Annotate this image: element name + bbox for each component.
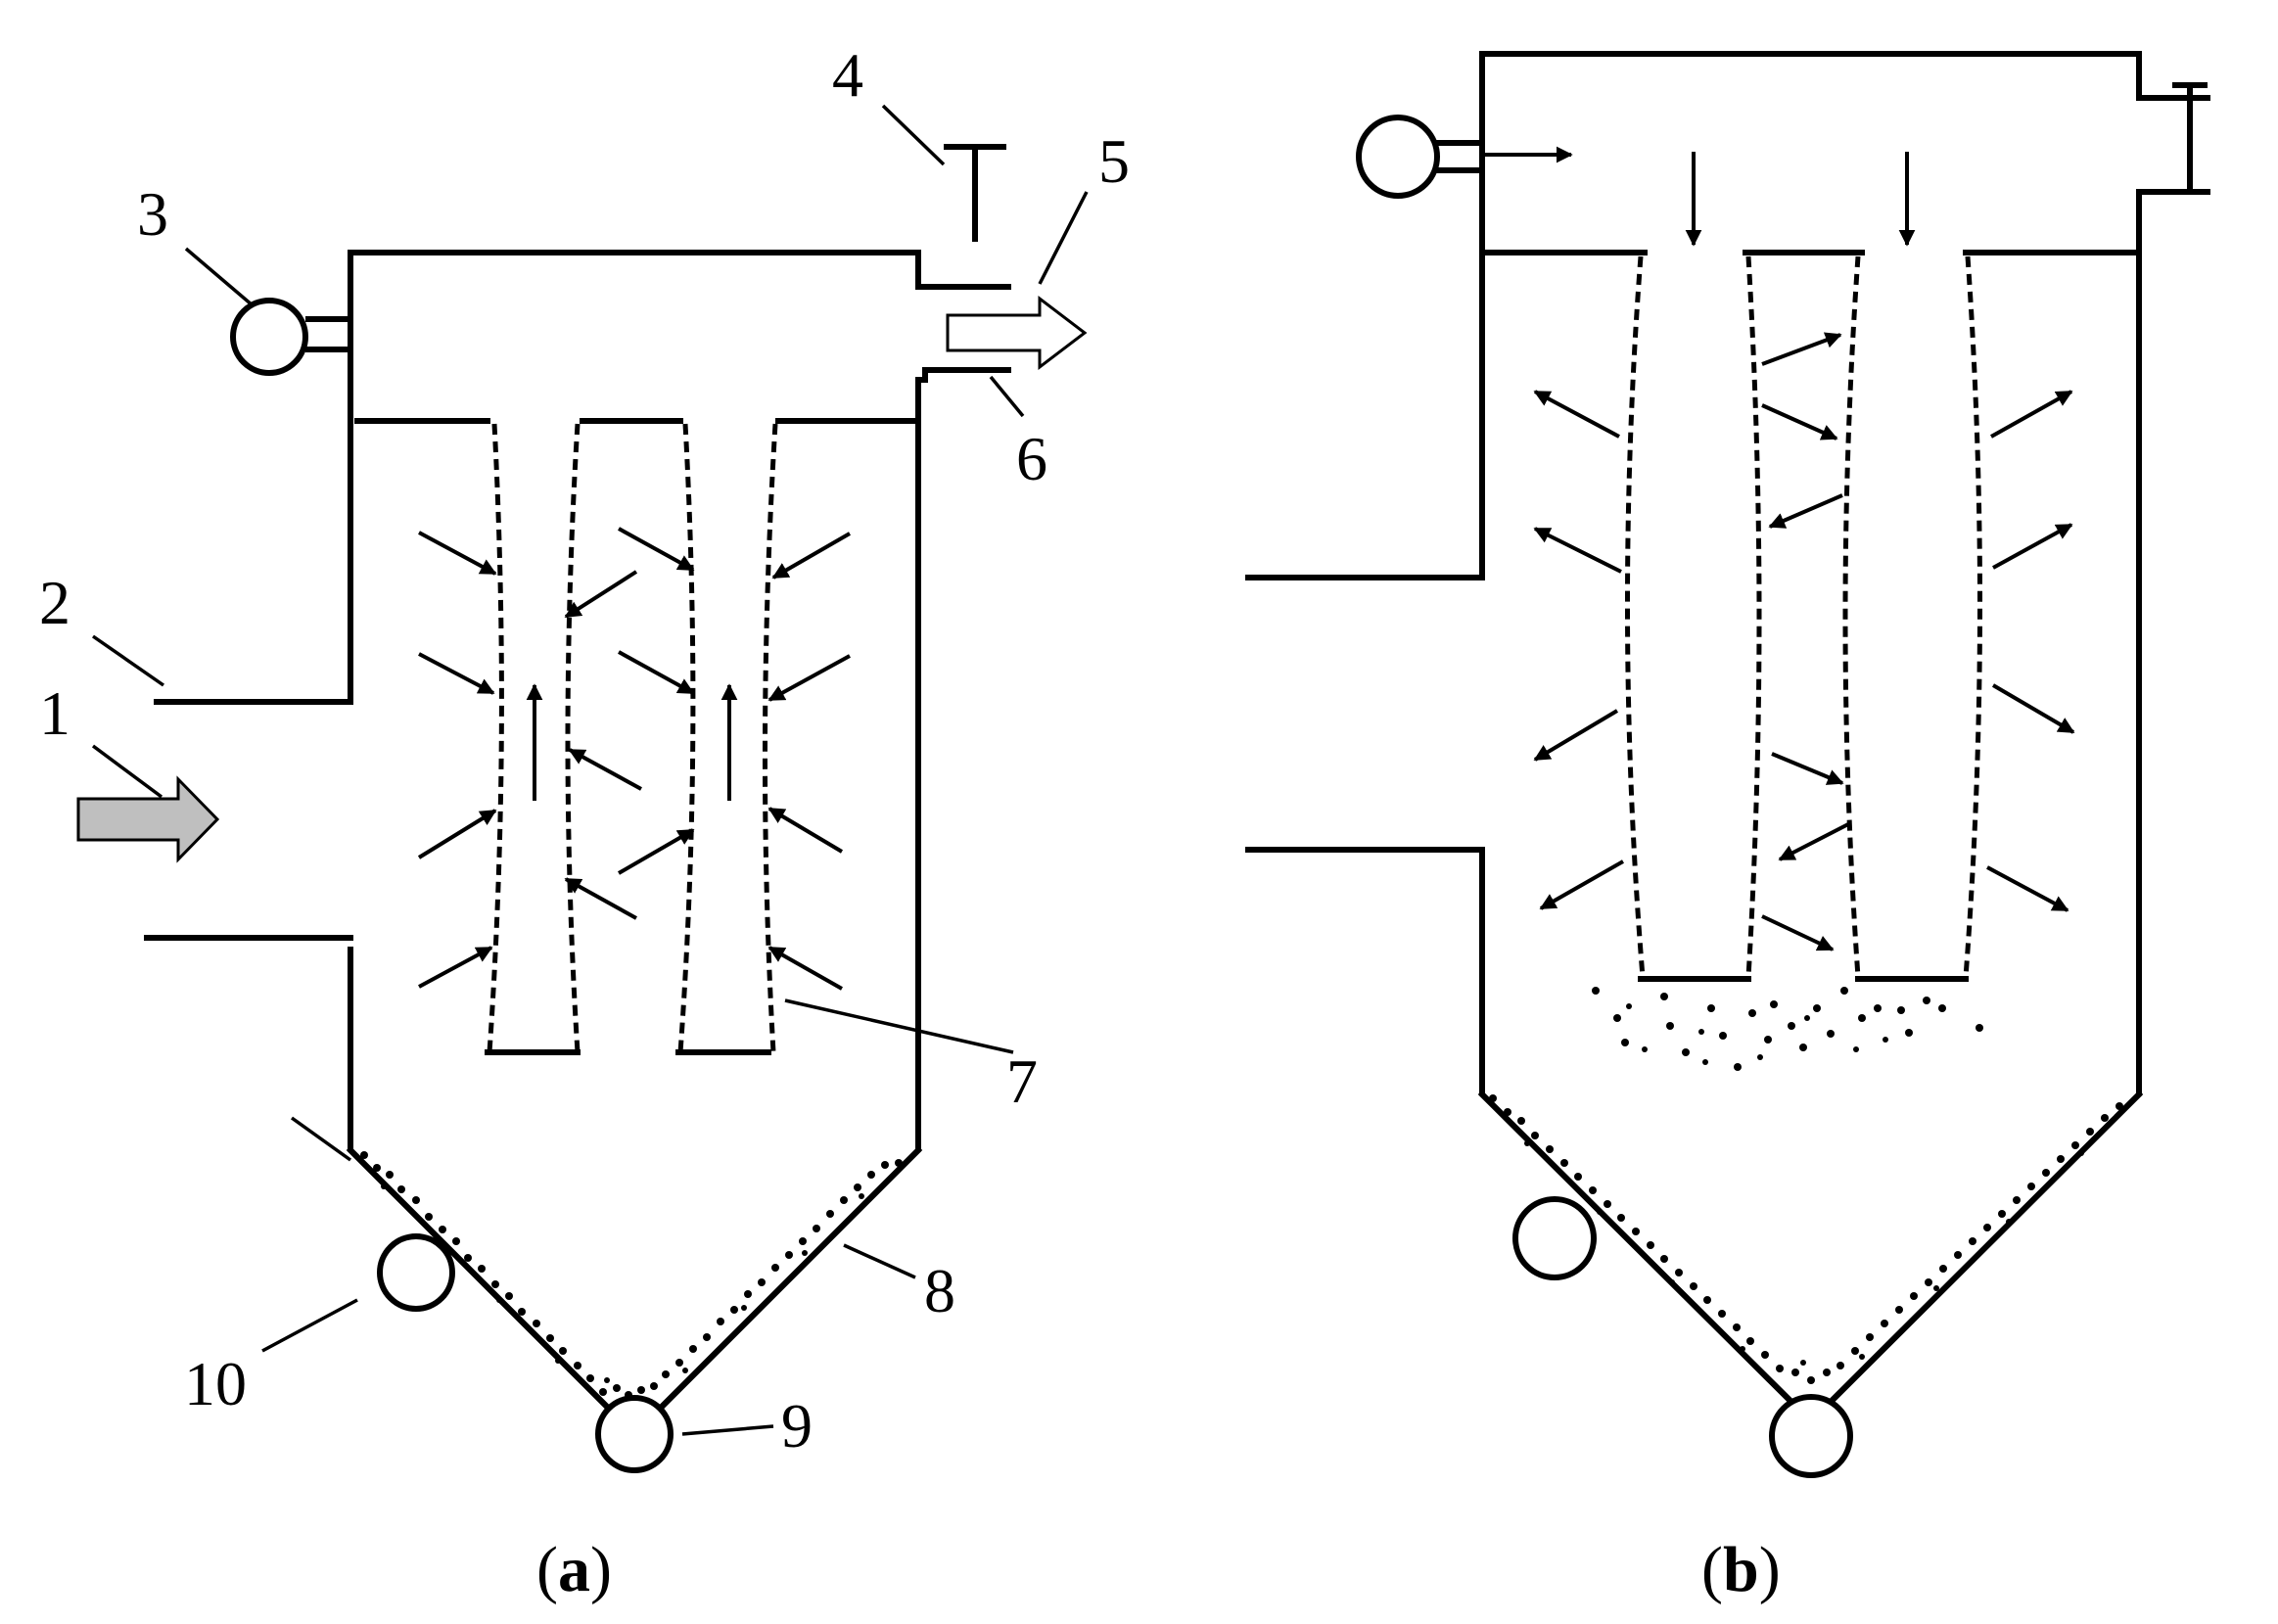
inlet-duct-upper-a — [154, 377, 353, 705]
filter-bag-left-inner-b — [1745, 255, 1762, 978]
callout-1: 1 — [39, 678, 70, 748]
top-chamber-b — [1479, 51, 2210, 255]
air-pipe-b — [1434, 140, 1485, 173]
filter-bag-right-outer-a — [677, 423, 696, 1053]
outlet-arrow-icon — [946, 295, 1088, 371]
hopper-vibrator-b-icon — [1512, 1196, 1597, 1280]
callout-leaders-a — [91, 104, 1089, 1436]
dust-layer-b — [1489, 1094, 2123, 1384]
outflow-arrows-b — [1533, 332, 2075, 951]
discharge-valve-b-icon — [1769, 1394, 1853, 1478]
caption-b: (b) — [1701, 1534, 1781, 1605]
callout-6: 6 — [1016, 424, 1047, 493]
panel-a: 1 2 3 4 5 6 7 8 9 10 (a) — [39, 40, 1130, 1605]
callout-7: 7 — [1006, 1046, 1038, 1116]
callout-10: 10 — [184, 1349, 247, 1418]
callout-5: 5 — [1098, 126, 1130, 196]
inlet-arrow-icon — [76, 775, 220, 863]
valve-t-icon — [944, 144, 1006, 242]
filter-bag-right-inner-a — [762, 423, 778, 1053]
top-chamber-a — [348, 250, 1011, 383]
filter-bag-left-outer-a — [487, 423, 504, 1053]
callout-8: 8 — [924, 1256, 955, 1325]
hopper-vibrator-icon — [377, 1233, 455, 1312]
filter-bag-left-inner-a — [565, 423, 581, 1053]
panel-b: (b) — [1245, 51, 2210, 1605]
valve-stem-b — [2172, 82, 2208, 195]
inflow-arrows-a — [417, 527, 851, 991]
filter-bag-right-inner-b — [1963, 255, 1983, 978]
inlet-duct-upper-b — [1245, 250, 1485, 580]
callout-2: 2 — [39, 568, 70, 637]
compressed-air-valve-icon — [230, 298, 308, 376]
compressed-air-valve-b-icon — [1356, 115, 1440, 199]
callout-4: 4 — [832, 40, 863, 110]
filter-bag-left-outer-b — [1625, 255, 1646, 978]
air-pipe-a — [305, 316, 353, 352]
dust-layer-a — [360, 1151, 903, 1399]
falling-dust-b — [1592, 987, 1983, 1071]
filter-bag-right-outer-b — [1842, 255, 1861, 978]
caption-a: (a) — [536, 1534, 612, 1605]
callout-9: 9 — [781, 1391, 813, 1461]
discharge-valve-icon — [595, 1395, 674, 1473]
callout-3: 3 — [137, 179, 168, 249]
